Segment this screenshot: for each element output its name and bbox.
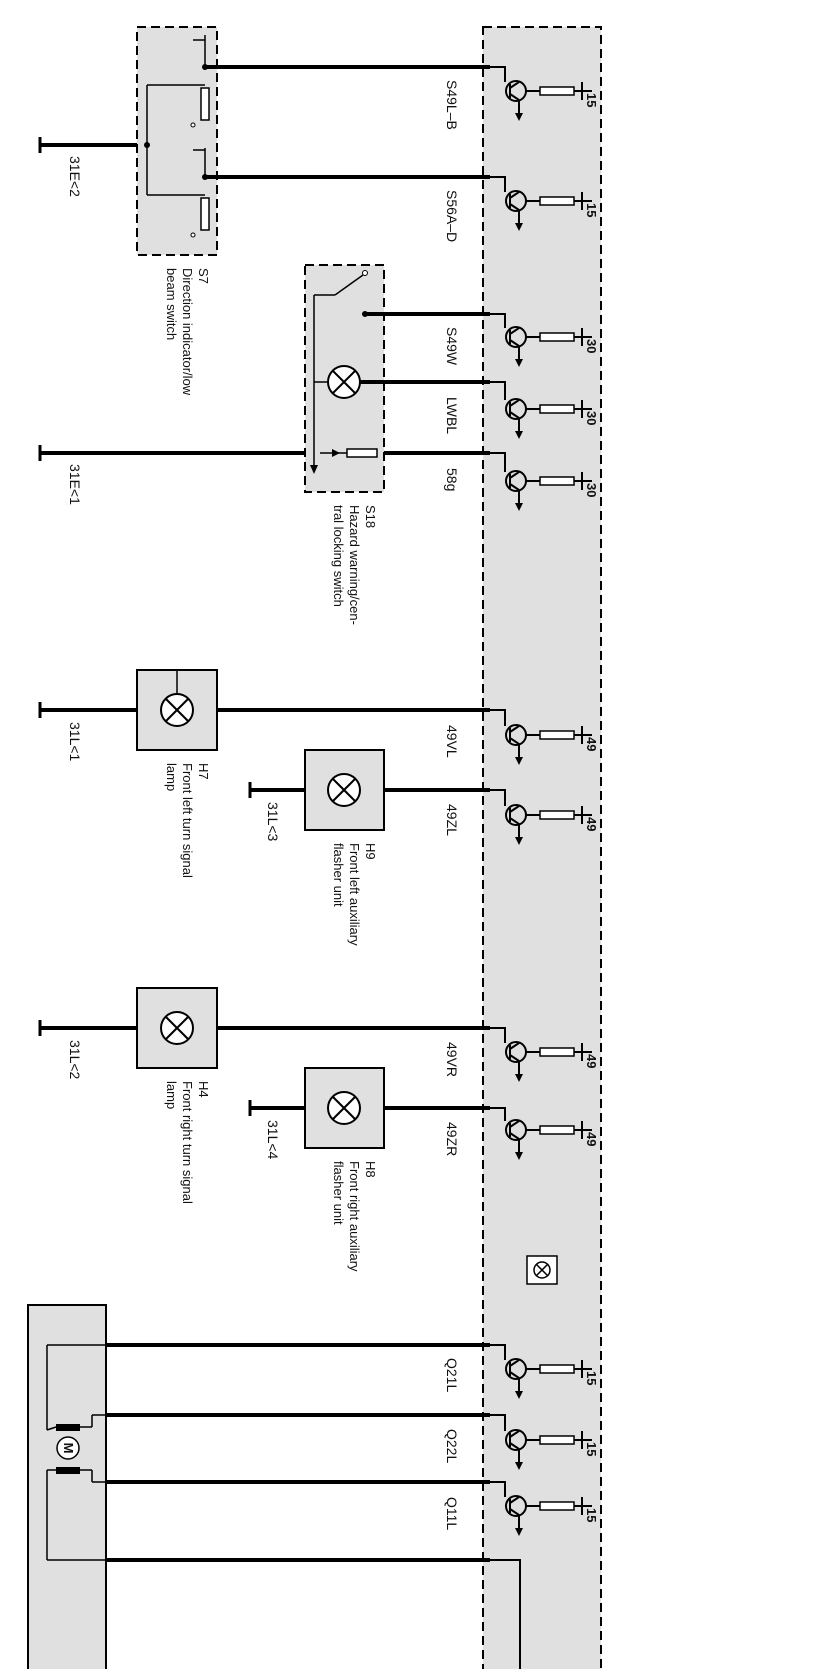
signal-label-11: Q22L xyxy=(444,1429,460,1463)
pin-label-3: 30 xyxy=(584,339,599,353)
control-module xyxy=(482,26,602,1669)
module-symbol-icon xyxy=(526,1255,558,1285)
signal-label-8: 49VR xyxy=(444,1042,460,1077)
s7-desc-line2: beam switch xyxy=(164,268,179,340)
pin-label-7: 49 xyxy=(584,817,599,831)
s7-id: S7 xyxy=(196,268,211,284)
s7-direction-indicator-switch xyxy=(136,26,218,256)
h4-desc-line1: Front right turn signal xyxy=(180,1081,195,1204)
h8-desc-line2: flasher unit xyxy=(331,1161,346,1225)
h4-desc-line2: lamp xyxy=(164,1081,179,1109)
h4-id: H4 xyxy=(196,1081,211,1098)
s18-desc-line2: tral locking switch xyxy=(331,505,346,607)
pin-label-11: 15 xyxy=(584,1442,599,1456)
signal-label-1: S49L–B xyxy=(444,80,460,130)
pin-label-8: 49 xyxy=(584,1054,599,1068)
motor-box xyxy=(27,1304,107,1669)
signal-label-4: LWBL xyxy=(444,397,460,434)
wires xyxy=(40,65,490,1562)
pin-label-12: 15 xyxy=(584,1508,599,1522)
signal-label-10: Q21L xyxy=(444,1358,460,1392)
ground-label-31e2: 31E<2 xyxy=(67,156,83,197)
h9-id: H9 xyxy=(363,843,378,860)
signal-label-9: 49ZR xyxy=(444,1122,460,1156)
ground-label-31e1: 31E<1 xyxy=(67,464,83,505)
h8-id: H8 xyxy=(363,1161,378,1178)
s18-desc-line1: Hazard warning/cen- xyxy=(347,505,362,625)
h9-desc-line2: flasher unit xyxy=(331,843,346,907)
pin-label-2: 15 xyxy=(584,203,599,217)
pin-label-10: 15 xyxy=(584,1371,599,1385)
signal-label-7: 49ZL xyxy=(444,804,460,836)
ground-label-31l3: 31L<3 xyxy=(265,802,281,842)
h9-desc-line1: Front left auxiliary xyxy=(347,843,362,946)
signal-label-2: S56A–D xyxy=(444,190,460,242)
pin-label-1: 15 xyxy=(584,93,599,107)
signal-label-12: Q11L xyxy=(444,1497,460,1530)
signal-label-6: 49VL xyxy=(444,725,460,758)
signal-label-3: S49W xyxy=(444,327,460,366)
h7-desc-line1: Front left turn signal xyxy=(180,763,195,878)
ground-label-31l2: 31L<2 xyxy=(67,1040,83,1080)
pin-label-6: 49 xyxy=(584,737,599,751)
motor-symbol: M xyxy=(61,1443,76,1454)
h7-desc-line2: lamp xyxy=(164,763,179,791)
s18-id: S18 xyxy=(363,505,378,528)
pin-label-5: 30 xyxy=(584,483,599,497)
pin-label-9: 49 xyxy=(584,1132,599,1146)
signal-label-5: 58g xyxy=(444,468,460,491)
ground-label-31l4: 31L<4 xyxy=(265,1120,281,1160)
h7-id: H7 xyxy=(196,763,211,780)
channel-transistors xyxy=(490,66,593,1669)
ground-label-31l1: 31L<1 xyxy=(67,722,83,762)
s7-desc-line1: Direction indicator/low xyxy=(180,268,195,396)
h8-desc-line1: Front right auxiliary xyxy=(347,1161,362,1272)
pin-label-4: 30 xyxy=(584,411,599,425)
s18-hazard-warning-switch xyxy=(304,264,385,493)
